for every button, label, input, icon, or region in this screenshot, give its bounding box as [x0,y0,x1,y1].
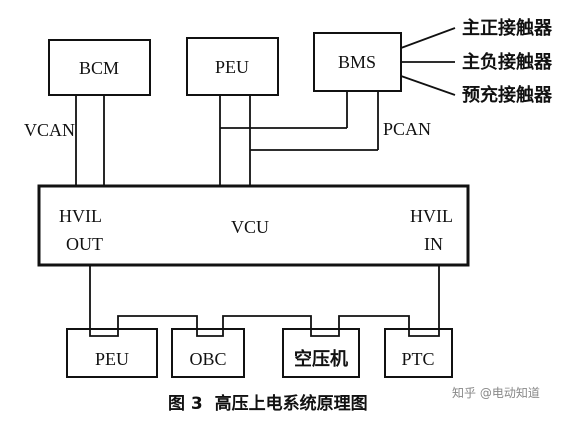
ptc-label: PTC [401,349,434,369]
contactor-precharge-label: 预充接触器 [462,84,553,106]
obc-label: OBC [189,349,226,369]
bms-label: BMS [338,52,376,72]
figure-caption: 图 3 高压上电系统原理图 [168,393,368,414]
watermark: 知乎 @电动知道 [452,386,540,400]
hvil-out-label-1: HVIL [59,206,102,226]
contactor-line-main-pos [400,27,456,49]
obc-box [171,328,245,378]
vcu-box [37,184,470,267]
contactor-main-pos-label: 主正接触器 [462,17,553,39]
vcan-label: VCAN [24,120,75,140]
bcm-label: BCM [79,58,119,78]
compressor-box [282,328,360,378]
contactor-line-precharge [400,75,456,96]
hvil-in-label-1: HVIL [410,206,453,226]
ptc-box [384,328,453,378]
compressor-label: 空压机 [294,348,348,370]
hvil-loop [89,265,440,337]
wiring [75,27,456,337]
vcu-label: VCU [231,217,269,237]
peu-bottom-label: PEU [95,349,129,369]
bcm-box [48,39,151,96]
pcan-label: PCAN [383,119,431,139]
peu-top-box [186,37,279,96]
contactor-main-neg-label: 主负接触器 [462,51,553,73]
peu-top-label: PEU [215,57,249,77]
peu-bottom-box [66,328,158,378]
hvil-in-label-2: IN [424,234,443,254]
hvil-out-label-2: OUT [66,234,103,254]
